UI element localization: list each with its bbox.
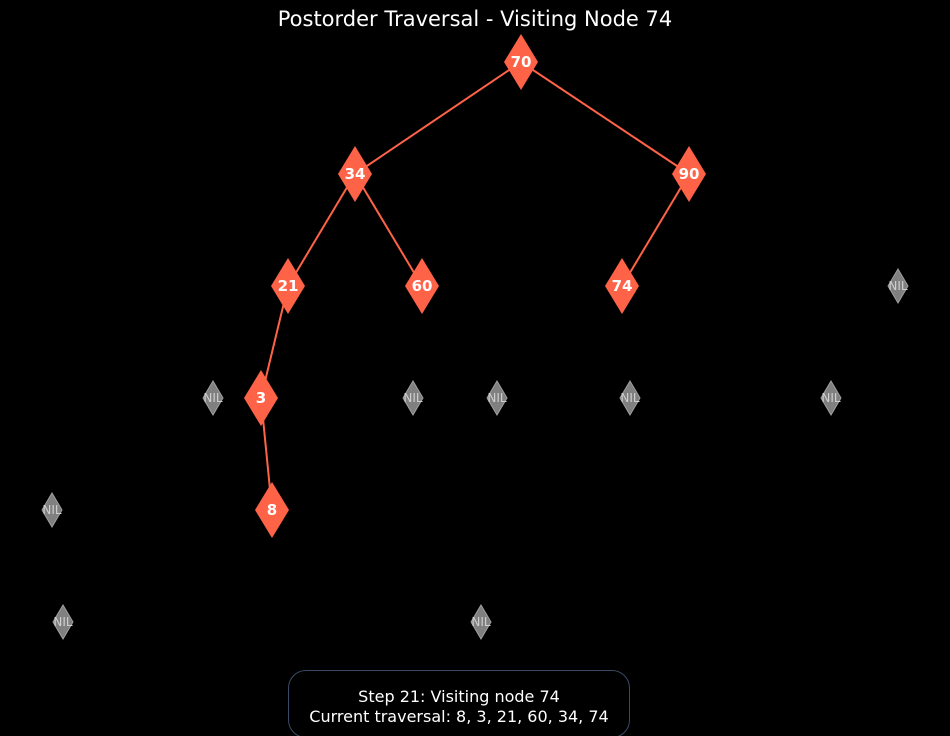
tree-node-8: 8 (255, 482, 289, 538)
edge-34-60 (354, 173, 423, 287)
tree-node-34-shape (338, 146, 372, 202)
edge-34-21 (287, 173, 356, 287)
nil-node-label: NIL (821, 391, 841, 405)
status-box: Step 21: Visiting node 74 Current traver… (288, 670, 630, 736)
current-traversal-text: Current traversal: 8, 3, 21, 60, 34, 74 (309, 707, 609, 726)
tree-node-90-shape (672, 146, 706, 202)
nil-node-label: NIL (471, 615, 491, 629)
nil-node-shape (202, 380, 224, 416)
nil-node-shape (402, 380, 424, 416)
tree-node-70-label: 70 (511, 53, 532, 71)
tree-nodes-layer: 70 34 90 21 60 74 3 8 (244, 34, 706, 538)
tree-node-74-shape (605, 258, 639, 314)
nil-node-label: NIL (42, 503, 62, 517)
tree-node-21-shape (271, 258, 305, 314)
nil-node-label: NIL (203, 391, 223, 405)
edge-70-90 (520, 61, 690, 175)
tree-node-34: 34 (338, 146, 372, 202)
nil-node-shape (486, 380, 508, 416)
nil-node-shape (619, 380, 641, 416)
nil-node-shape (41, 492, 63, 528)
tree-node-90-label: 90 (679, 165, 700, 183)
tree-node-8-shape (255, 482, 289, 538)
nil-node: NIL (41, 492, 63, 528)
nil-node: NIL (820, 380, 842, 416)
nil-node-label: NIL (888, 279, 908, 293)
nil-node-shape (52, 604, 74, 640)
tree-node-90: 90 (672, 146, 706, 202)
nil-node: NIL (619, 380, 641, 416)
nil-node-shape (820, 380, 842, 416)
nil-node: NIL (470, 604, 492, 640)
nil-node-label: NIL (403, 391, 423, 405)
nil-node-label: NIL (53, 615, 73, 629)
step-status-text: Step 21: Visiting node 74 (358, 687, 560, 706)
tree-node-74-label: 74 (612, 277, 633, 295)
tree-node-21: 21 (271, 258, 305, 314)
edge-90-74 (621, 173, 690, 287)
nil-node: NIL (402, 380, 424, 416)
tree-node-3-label: 3 (256, 389, 266, 407)
tree-node-34-label: 34 (345, 165, 366, 183)
edge-70-34 (354, 61, 522, 175)
tree-node-60-shape (405, 258, 439, 314)
nil-nodes-layer: NIL NIL NIL NIL NIL NIL NIL NIL NIL (41, 268, 909, 640)
tree-node-21-label: 21 (278, 277, 299, 295)
nil-node-shape (887, 268, 909, 304)
tree-node-8-label: 8 (267, 501, 277, 519)
nil-node: NIL (887, 268, 909, 304)
tree-node-60-label: 60 (412, 277, 433, 295)
tree-node-60: 60 (405, 258, 439, 314)
nil-node: NIL (486, 380, 508, 416)
tree-node-74: 74 (605, 258, 639, 314)
nil-node-label: NIL (487, 391, 507, 405)
tree-node-70: 70 (504, 34, 538, 90)
diagram-title: Postorder Traversal - Visiting Node 74 (278, 7, 673, 31)
tree-node-70-shape (504, 34, 538, 90)
nil-node: NIL (52, 604, 74, 640)
tree-node-3: 3 (244, 370, 278, 426)
tree-node-3-shape (244, 370, 278, 426)
nil-node-shape (470, 604, 492, 640)
nil-node: NIL (202, 380, 224, 416)
nil-node-label: NIL (620, 391, 640, 405)
